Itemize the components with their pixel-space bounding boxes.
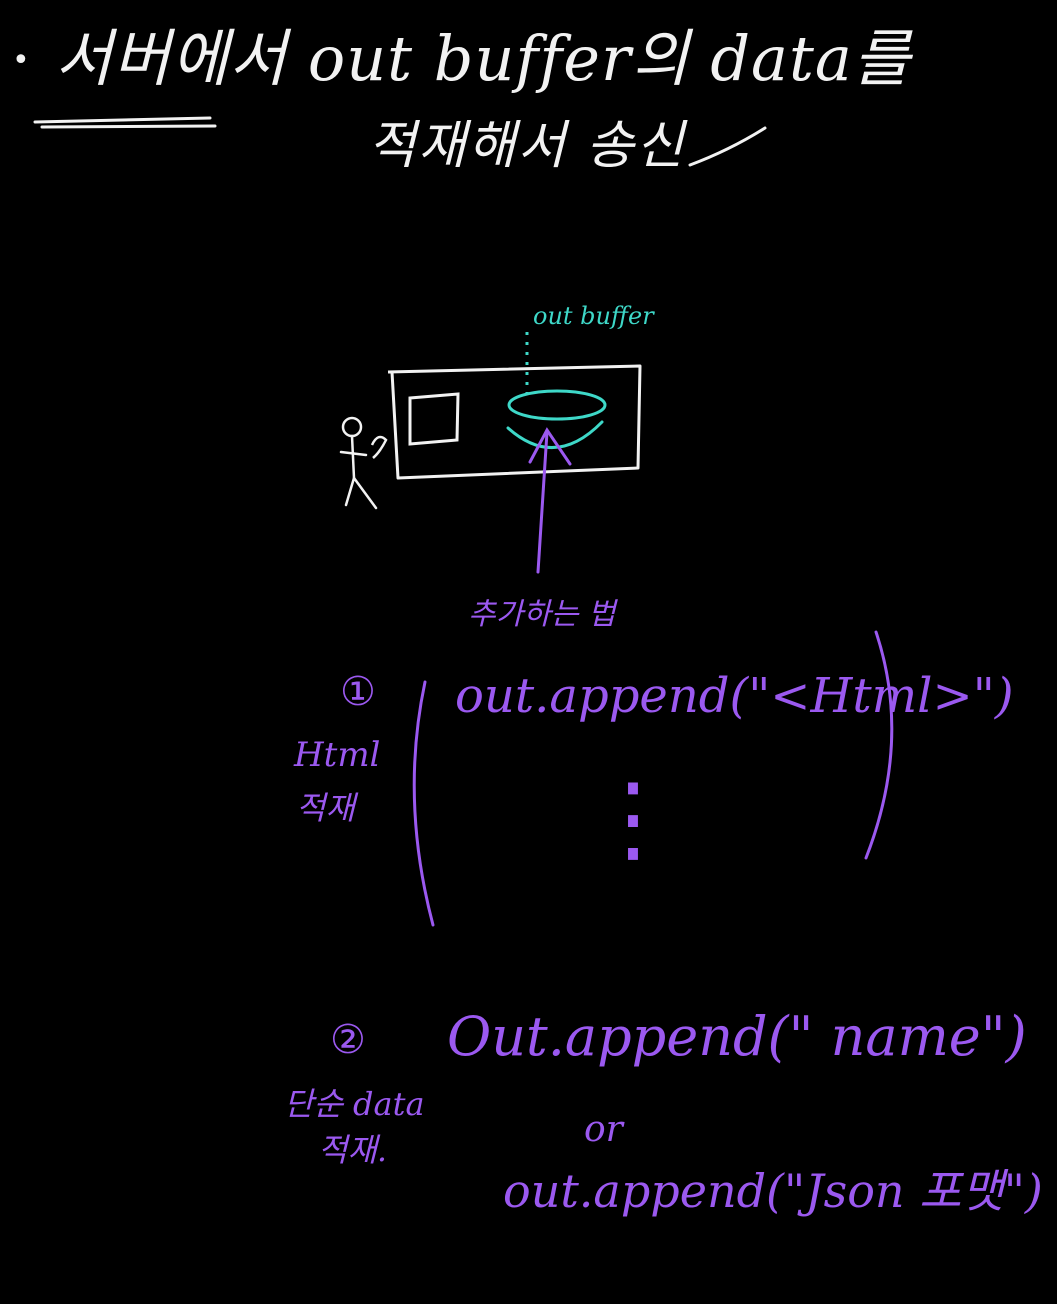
method1-right-bracket	[864, 630, 894, 860]
method2-side-label-line2: 적재.	[318, 1131, 388, 1169]
out-buffer-label: out buffer	[533, 302, 654, 330]
method1-left-bracket	[412, 680, 435, 927]
add-method-label: 추가하는 법	[468, 597, 616, 632]
method1-code: out.append("<Html>")	[455, 668, 1014, 724]
small-square	[408, 392, 460, 446]
heading-underline	[33, 116, 217, 129]
method1-continuation: ⋮	[585, 762, 681, 874]
heading-line-1: 서버에서 out buffer의 data를	[55, 22, 911, 95]
heading-line-2: 적재해서 송신	[368, 116, 686, 176]
hand-stroke	[370, 435, 388, 459]
server-box	[387, 364, 642, 480]
bullet-dot: •	[12, 43, 30, 78]
out-buffer-bowl	[506, 389, 607, 450]
method2-or: or	[584, 1109, 623, 1150]
heading-tail-stroke	[688, 126, 767, 167]
person-icon	[339, 416, 378, 510]
method1-side-label-line2: 적재	[296, 789, 355, 827]
method2-side-label-line1: 단순 data	[284, 1085, 425, 1123]
method2-number: ②	[330, 1017, 366, 1063]
method1-side-label-line1: Html	[294, 735, 381, 775]
method2-code: Out.append(" name")	[447, 1005, 1027, 1068]
method1-number: ①	[340, 669, 376, 715]
add-arrow	[528, 427, 572, 574]
method2-code-alt: out.append("Json 포맷")	[503, 1164, 1043, 1218]
